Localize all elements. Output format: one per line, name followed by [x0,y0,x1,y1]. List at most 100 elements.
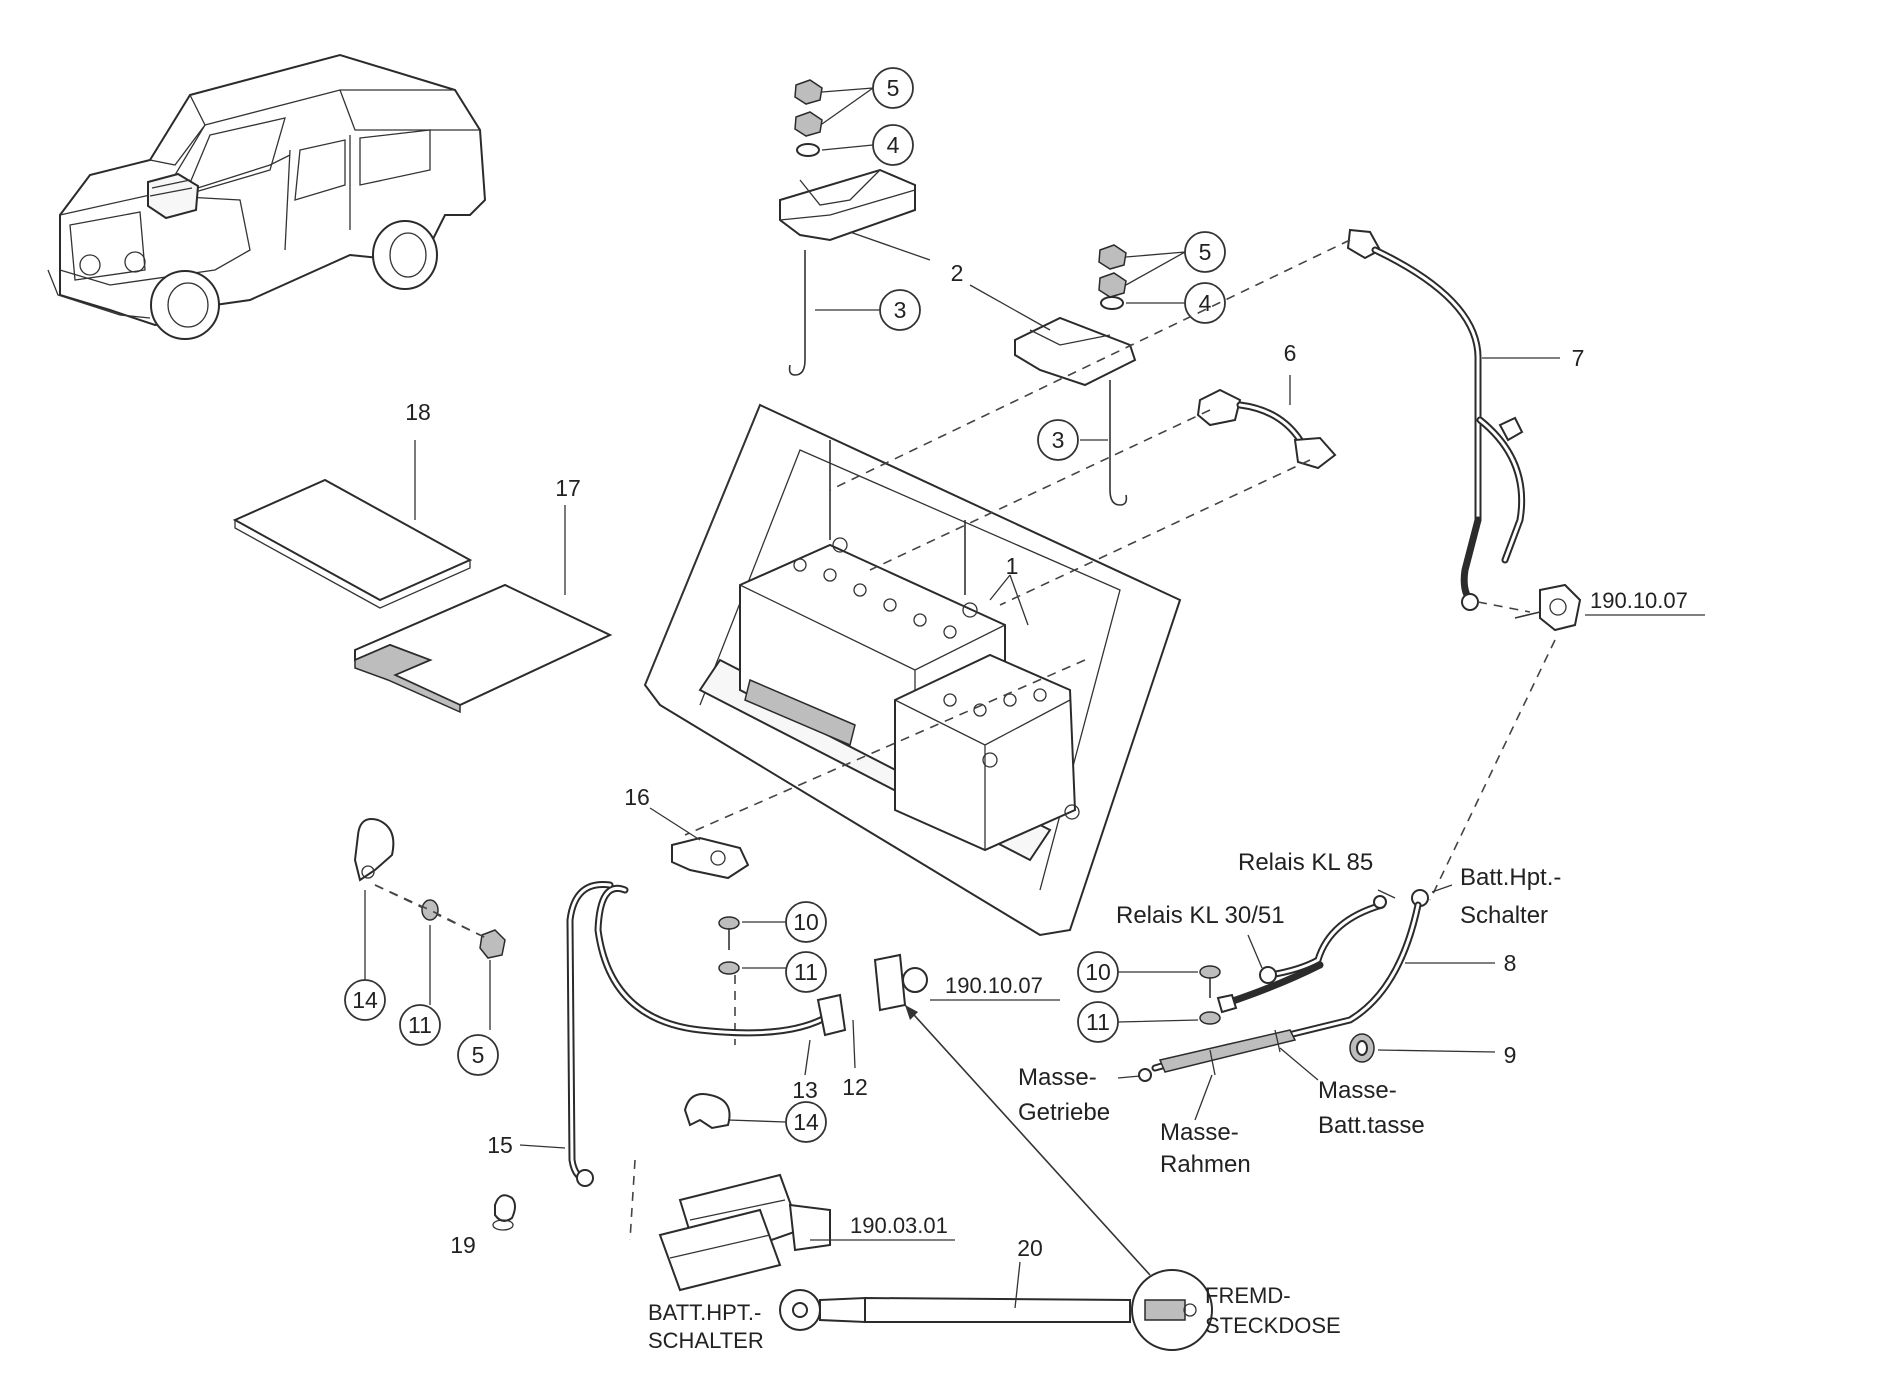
j-bolt-lower [1080,380,1128,506]
callout-14a-label: 14 [352,987,378,1013]
bolt-10a [718,916,740,950]
label-relais-kl-85: Relais KL 85 [1238,849,1373,876]
callout-1: 1 [989,553,1029,626]
callout-5b-label: 5 [1199,239,1212,265]
vehicle-illustration [47,53,487,340]
callout-6-label: 6 [1284,340,1297,366]
battery-right [894,653,1077,852]
callout-14b-line [727,1119,787,1123]
label-batt-hpt-1: Batt.Hpt.- [1460,864,1561,891]
callout-15-label: 15 [487,1132,513,1158]
callout-11b-label: 11 [794,959,818,985]
callout-20-label: 20 [1017,1235,1043,1261]
callout-11c-label: 11 [1086,1009,1110,1035]
label-masse-batt-2: Batt.tasse [1318,1112,1425,1139]
j-bolt-upper [788,250,880,376]
callout-13-line [804,1039,811,1076]
callout-2-label: 2 [951,260,964,286]
callout-15-line [519,1144,566,1149]
callout-3b-label: 3 [1052,427,1065,453]
grommet-9 [1349,1033,1375,1063]
callout-7-label: 7 [1572,345,1585,371]
callout-2-line-b [969,284,1051,331]
jump-cable-20 [779,1269,1213,1351]
bolt-10b [1199,965,1221,998]
mat-17 [354,583,613,714]
callout-12-line [852,1019,856,1069]
dashed-14a-11a-5c [374,884,491,941]
callout-10b-label: 10 [1085,959,1111,985]
battery-terminal-16 [671,836,750,880]
callout-14b-label: 14 [793,1109,819,1135]
label-masse-rahmen-1: Masse- [1160,1119,1239,1146]
battery-tray-assembly [643,403,1182,937]
label-fremd-2: STECKDOSE [1205,1313,1341,1338]
callout-4b-label: 4 [1199,290,1212,316]
leader-batt-hpt [1431,884,1453,893]
terminal-connector-cable [1196,375,1337,470]
cable-clip-14b [683,1093,731,1130]
callout-5a-lines [821,87,874,125]
cable-15 [566,880,614,1187]
leader-relais-30 [1247,934,1263,969]
label-batt-hpt-caps-1: BATT.HPT.- [648,1300,761,1325]
external-socket-connector [873,953,928,1012]
callout-17-label: 17 [555,475,581,501]
ground-harness-8 [1138,889,1429,1082]
callout-9-line [1377,1049,1496,1053]
cable-13 [594,885,847,1037]
callout-lines-14a-11a-5c [364,890,491,1030]
positive-cable-7 [1346,228,1560,611]
callout-13-label: 13 [792,1077,818,1103]
starter-motor [658,1173,831,1292]
label-batt-hpt-caps-2: SCHALTER [648,1328,764,1353]
washer-11b [718,961,740,975]
callout-16-line [649,807,701,841]
label-relais-kl-30-51: Relais KL 30/51 [1116,902,1285,929]
callout-lines-10a-11b [742,921,786,969]
callout-8-label: 8 [1504,950,1517,976]
ref-batt-switch: 190.10.07 [1590,588,1688,613]
label-masse-getriebe-2: Getriebe [1018,1099,1110,1126]
clamp-bracket-lower [1014,316,1137,387]
callout-3a-label: 3 [894,297,907,323]
callout-16-label: 16 [624,784,650,810]
leader-relais-85 [1377,889,1396,899]
callout-10a-label: 10 [793,909,819,935]
nut-washer-stack-lower [1098,244,1127,310]
label-batt-hpt-2: Schalter [1460,902,1548,929]
callout-18-label: 18 [405,399,431,425]
washer-11a [421,899,439,921]
callout-5b-lines [1125,251,1186,286]
leader-arrow [905,1005,918,1020]
callout-20-line [1014,1261,1021,1309]
leader-masse-rahmen [1194,1074,1213,1121]
callout-4a-label: 4 [887,132,900,158]
callout-9-label: 9 [1504,1042,1517,1068]
nut-5c [479,929,506,959]
label-masse-getriebe-1: Masse- [1018,1064,1097,1091]
leader-fremd-steckdose [904,1004,1151,1276]
callout-5a-label: 5 [887,75,900,101]
washer-11c [1199,1011,1221,1025]
label-masse-rahmen-2: Rahmen [1160,1151,1251,1178]
label-fremd-1: FREMD- [1205,1283,1291,1308]
battery-main-switch [1514,583,1582,632]
nut-washer-stack-upper [794,79,823,157]
callout-11a-label: 11 [408,1012,432,1038]
callout-lines-10b-11c [1117,971,1199,1023]
callout-4a-line [821,144,874,151]
cable-clip-14a [353,818,395,882]
mat-18 [232,478,473,609]
grommet-19 [492,1194,516,1231]
callout-2-line-a [849,231,931,261]
callout-5c-label: 5 [472,1042,485,1068]
clamp-bracket-upper [779,168,916,242]
label-masse-batt-1: Masse- [1318,1077,1397,1104]
callout-19-label: 19 [450,1232,476,1258]
leader-masse-batt [1279,1047,1319,1081]
ref-starter: 190.03.01 [850,1213,948,1238]
callout-1-label: 1 [1006,553,1019,579]
leader-masse-getriebe [1117,1075,1141,1079]
